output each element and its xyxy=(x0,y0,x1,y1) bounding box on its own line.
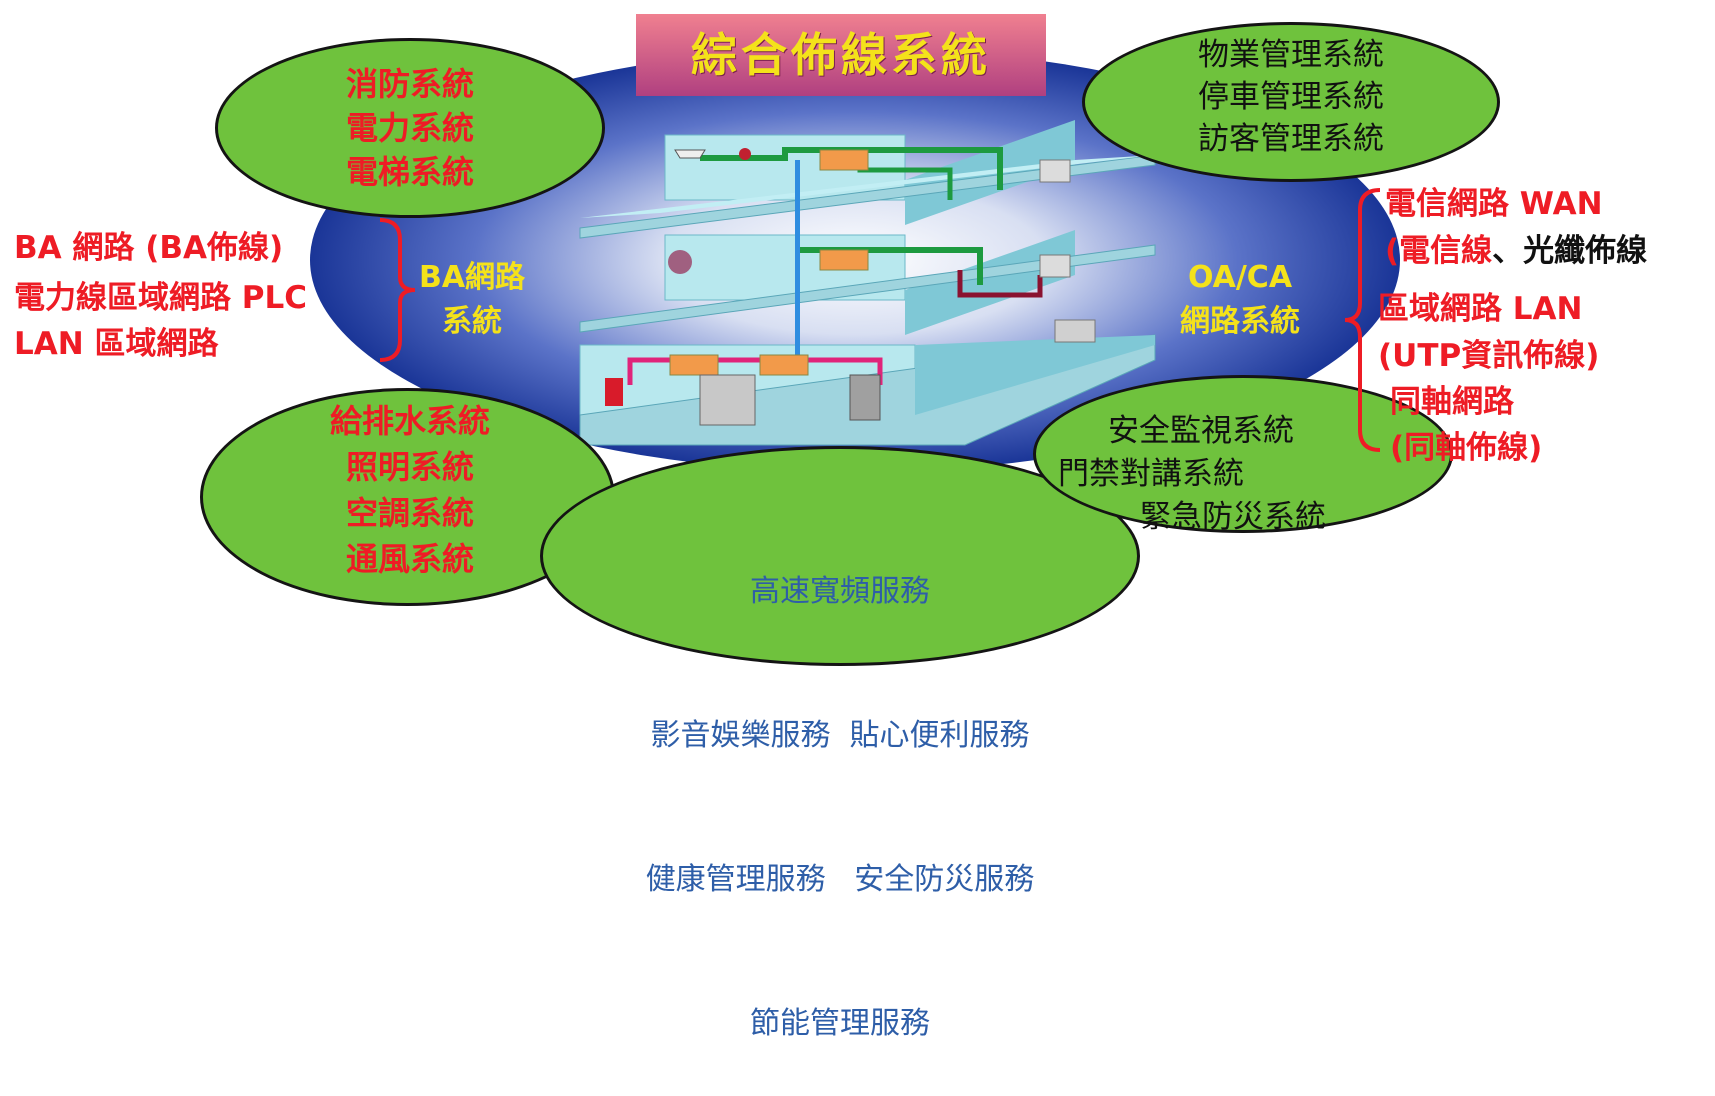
ellipse-top-right xyxy=(1082,22,1500,182)
bottom-right-system-2: 門禁對講系統 xyxy=(1058,456,1244,492)
building-illustration xyxy=(579,120,1156,446)
service-label: 高速寬頻服務 xyxy=(750,574,930,609)
system-label: 通風系統 xyxy=(345,540,474,578)
ba-label-line: BA網路 xyxy=(418,260,526,295)
printer-device xyxy=(1054,319,1096,343)
system-label: 停車管理系統 xyxy=(1198,79,1384,115)
oa-network-item: 電信網路 WAN xyxy=(1385,186,1603,222)
oa-network-item-mixed: (電信線、光纖佈線 xyxy=(1385,225,1647,270)
system-label: 照明系統 xyxy=(345,448,474,486)
globe-device xyxy=(668,250,692,274)
oa-network-item: (同軸佈線) xyxy=(1390,430,1543,466)
title-banner xyxy=(636,14,1046,96)
desktop-computer-middle xyxy=(1039,254,1071,278)
floor-2-slab xyxy=(579,244,1156,333)
vertical-riser-cable xyxy=(795,160,800,360)
oa-network-item: 區域網路 LAN xyxy=(1378,291,1583,327)
oa-label-line: OA/CA xyxy=(1187,260,1293,295)
service-label: 影音娛樂服務 貼心便利服務 xyxy=(650,718,1030,753)
desktop-computer-top xyxy=(1039,159,1071,183)
system-label: 消防系統 xyxy=(345,65,474,103)
oa-network-item-black: 、光纖佈線 xyxy=(1492,233,1648,269)
bottom-right-system-3: 緊急防災系統 xyxy=(1140,499,1326,535)
left-brace-icon xyxy=(379,218,416,362)
system-label: 電梯系統 xyxy=(345,153,474,191)
oa-network-item-red: (電信線 xyxy=(1385,233,1493,269)
right-brace-icon xyxy=(1344,188,1381,452)
smoke-detector xyxy=(739,148,751,160)
server-rack xyxy=(849,374,881,421)
ba-network-item: BA 網路 (BA佈線) xyxy=(14,230,284,266)
ceiling-light xyxy=(674,149,706,159)
floor-2-wall-side xyxy=(905,230,1075,335)
magenta-cable-bottom xyxy=(627,357,883,385)
system-label: 空調系統 xyxy=(345,494,474,532)
floor-3-slab xyxy=(579,154,1156,239)
patch-panel-bottom-1 xyxy=(669,354,719,376)
green-cable-top xyxy=(700,147,1003,190)
server-cabinet xyxy=(699,374,756,426)
maroon-cable-middle xyxy=(957,270,1043,298)
system-label: 訪客管理系統 xyxy=(1198,121,1384,157)
floor-3-slab-top xyxy=(580,155,1155,218)
top-left-systems: 消防系統 電力系統 電梯系統 xyxy=(295,62,525,194)
system-label: 電力系統 xyxy=(345,109,474,147)
red-panel xyxy=(605,378,623,406)
system-label: 給排水系統 xyxy=(329,402,490,440)
ellipse-top-left xyxy=(215,38,605,218)
ellipse-bottom-center xyxy=(540,446,1140,666)
ba-label-line: 系統 xyxy=(442,304,502,339)
top-right-systems: 物業管理系統 停車管理系統 訪客管理系統 xyxy=(1160,34,1422,160)
service-label: 健康管理服務 安全防災服務 xyxy=(645,862,1035,897)
patch-panel-top xyxy=(819,149,869,171)
ba-network-item: LAN 區域網路 xyxy=(14,326,219,362)
page-title: 綜合佈線系統 xyxy=(691,28,991,82)
ellipse-bottom-right xyxy=(1033,375,1453,533)
patch-panel-middle xyxy=(819,249,869,271)
floor-1-slab-top xyxy=(915,335,1155,415)
bottom-right-system-1: 安全監視系統 xyxy=(1108,413,1294,449)
bottom-center-services: 高速寬頻服務 影音娛樂服務 貼心便利服務 健康管理服務 安全防災服務 節能管理服… xyxy=(560,472,1120,1096)
service-label: 節能管理服務 xyxy=(750,1006,930,1041)
system-label: 物業管理系統 xyxy=(1198,37,1384,73)
ba-network-label: BA網路 系統 xyxy=(412,256,532,344)
oa-network-item: (UTP資訊佈線) xyxy=(1378,338,1600,374)
oa-network-label: OA/CA 網路系統 xyxy=(1150,256,1330,344)
oa-label-line: 網路系統 xyxy=(1180,304,1300,339)
patch-panel-bottom-2 xyxy=(759,354,809,376)
ba-network-item: 電力線區域網路 PLC xyxy=(14,280,308,316)
bottom-left-systems: 給排水系統 照明系統 空調系統 通風系統 xyxy=(295,398,525,582)
oa-network-item: 同軸網路 xyxy=(1390,384,1514,420)
